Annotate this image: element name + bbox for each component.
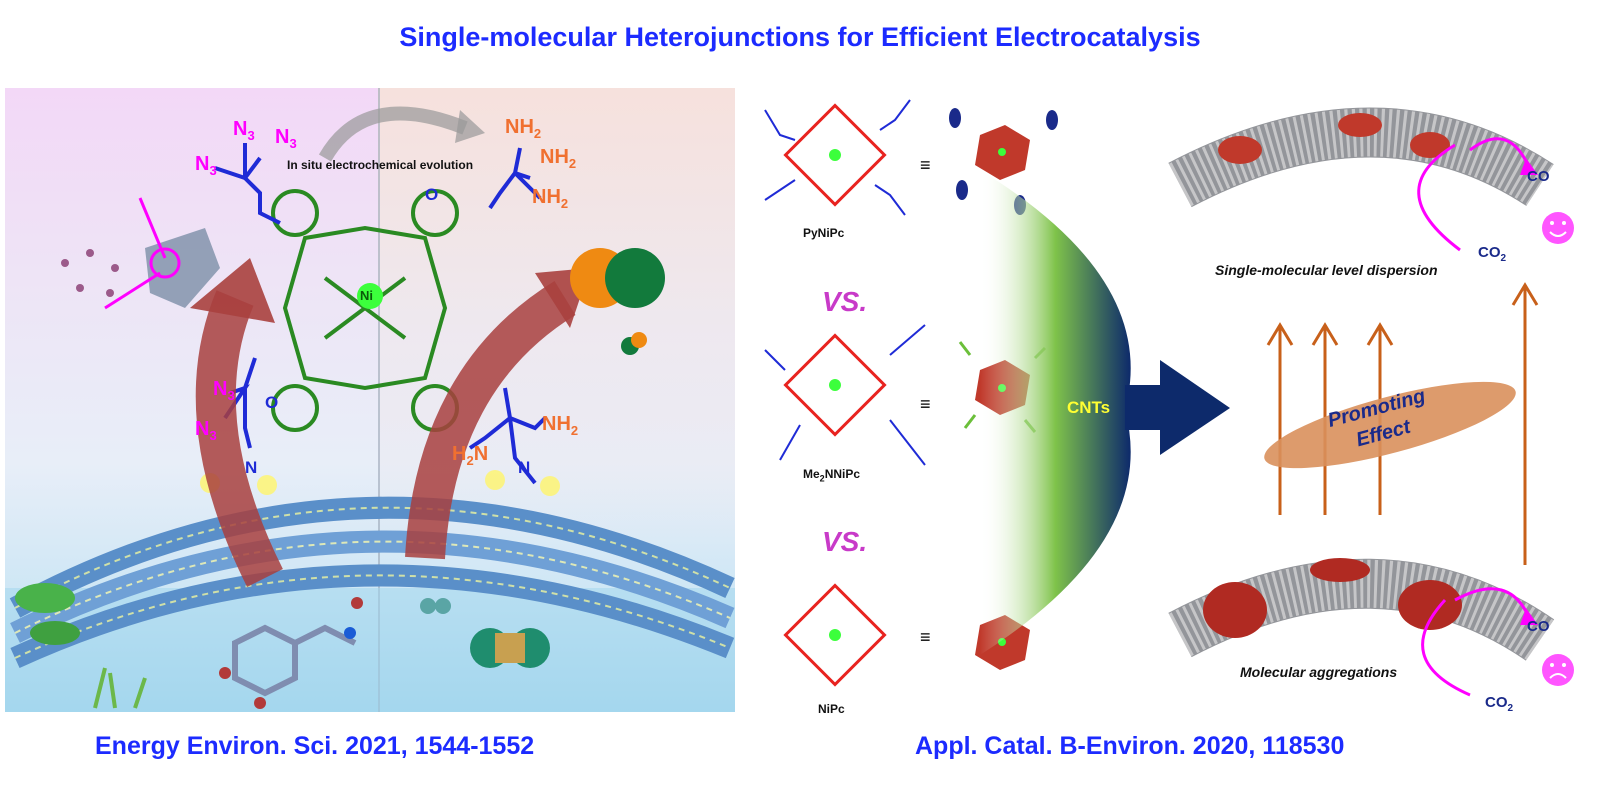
panel-divider xyxy=(378,88,380,712)
azide-label: N3 xyxy=(275,126,297,151)
oxygen-label: O xyxy=(265,393,279,412)
molecule-illustration xyxy=(5,106,735,712)
cnts-label: CNTs xyxy=(1067,398,1111,417)
top-caption: Single-molecular level dispersion xyxy=(1215,262,1438,278)
equivalence-symbol: ≡ xyxy=(920,394,931,414)
evolution-caption: In situ electrochemical evolution xyxy=(287,158,474,172)
bottom-caption: Molecular aggregations xyxy=(1240,664,1398,680)
amine-label: NH2 xyxy=(505,116,542,141)
figure-title: Single-molecular Heterojunctions for Eff… xyxy=(399,22,1201,52)
molecule-name-pynipc: PyNiPc xyxy=(803,226,845,240)
nitrogen-label: N xyxy=(518,458,531,477)
sad-face-icon xyxy=(1542,654,1574,686)
pc-molecule-sketches xyxy=(783,103,887,687)
equivalence-symbol: ≡ xyxy=(920,627,931,647)
left-panel-illustration: N3 N3 N3 N3 N3 NH2 NH2 NH2 NH2 H2N In si… xyxy=(5,88,735,712)
nitrogen-label: N xyxy=(245,458,258,477)
molecule-name-me2nnipc: Me2NNiPc xyxy=(803,467,861,484)
left-citation: Energy Environ. Sci. 2021, 1544-1552 xyxy=(95,732,535,760)
vs-label: VS. xyxy=(822,286,868,317)
vs-label: VS. xyxy=(822,526,868,557)
promoting-ellipse xyxy=(1264,381,1516,469)
azide-label: N3 xyxy=(195,418,217,443)
carbon-nanotube xyxy=(9,496,735,669)
amine-label: NH2 xyxy=(540,146,577,171)
cnts-arrow xyxy=(1125,360,1230,455)
right-citation: Appl. Catal. B-Environ. 2020, 118530 xyxy=(915,732,1345,760)
co-label: CO xyxy=(1527,618,1550,635)
azide-label: N3 xyxy=(233,118,255,143)
nickel-atom xyxy=(357,283,383,309)
azide-label: N3 xyxy=(195,153,217,178)
co2-label: CO2 xyxy=(1485,694,1514,714)
molecule-name-nipc: NiPc xyxy=(818,702,845,716)
co2-label: CO2 xyxy=(1478,244,1507,264)
amine-label: H2N xyxy=(452,443,489,468)
happy-face-icon xyxy=(1542,212,1574,244)
oxygen-label: O xyxy=(425,185,439,204)
cnts-fan xyxy=(980,170,1131,655)
amine-label: NH2 xyxy=(532,186,569,211)
amine-label: NH2 xyxy=(542,413,579,438)
phthalocyanine-core xyxy=(271,189,459,432)
right-panel-diagram xyxy=(764,99,1574,697)
co-label: CO xyxy=(1527,168,1550,185)
equivalence-symbol: ≡ xyxy=(920,155,931,175)
nickel-label: Ni xyxy=(360,288,373,303)
azide-label: N3 xyxy=(213,378,235,403)
